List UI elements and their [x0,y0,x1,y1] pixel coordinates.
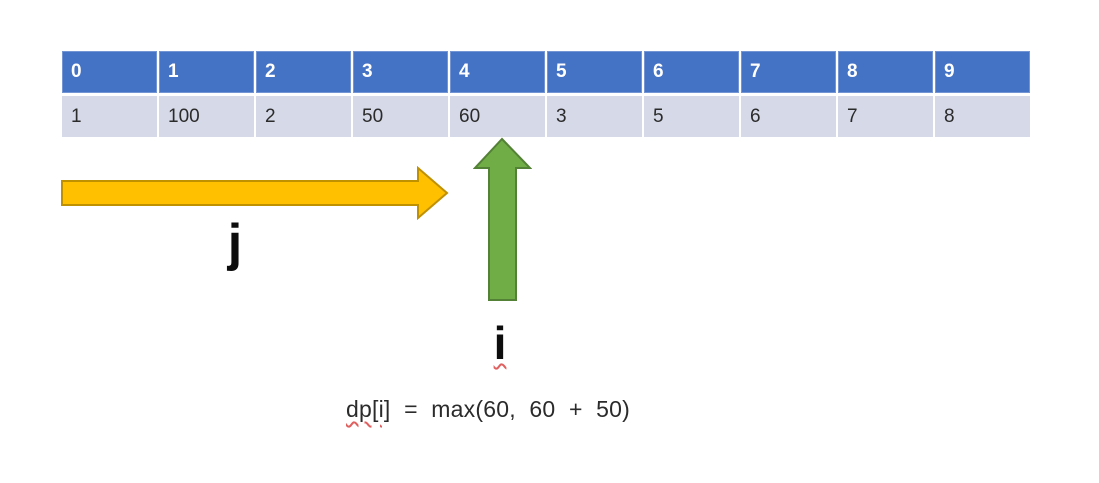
header-cell-3: 3 [353,51,448,93]
value-cell-5: 3 [547,96,642,137]
value-cell-4: 60 [450,96,545,137]
formula-lhs: dp[i] [346,396,391,422]
i-arrow-up-icon [473,137,532,301]
j-label: j [227,214,243,272]
header-cell-5: 5 [547,51,642,93]
j-arrow-shape [61,166,449,220]
value-cell-8: 7 [838,96,933,137]
value-cell-7: 6 [741,96,836,137]
j-arrow-right-icon [61,166,449,220]
value-cell-6: 5 [644,96,739,137]
header-cell-2: 2 [256,51,351,93]
value-cell-2: 2 [256,96,351,137]
header-cell-8: 8 [838,51,933,93]
formula-rhs: = max(60, 60 + 50) [390,396,631,422]
header-cell-6: 6 [644,51,739,93]
value-cell-3: 50 [353,96,448,137]
header-cell-9: 9 [935,51,1030,93]
dp-table: 0 1 2 3 4 5 6 7 8 9 1 100 2 50 60 3 5 6 … [62,51,1030,137]
value-cell-1: 100 [159,96,254,137]
header-cell-1: 1 [159,51,254,93]
value-cell-0: 1 [62,96,157,137]
value-cell-9: 8 [935,96,1030,137]
header-cell-0: 0 [62,51,157,93]
i-arrow-shape [473,137,532,301]
i-label: i [493,317,507,369]
header-cell-4: 4 [450,51,545,93]
header-cell-7: 7 [741,51,836,93]
formula: dp[i] = max(60, 60 + 50) [346,396,630,423]
